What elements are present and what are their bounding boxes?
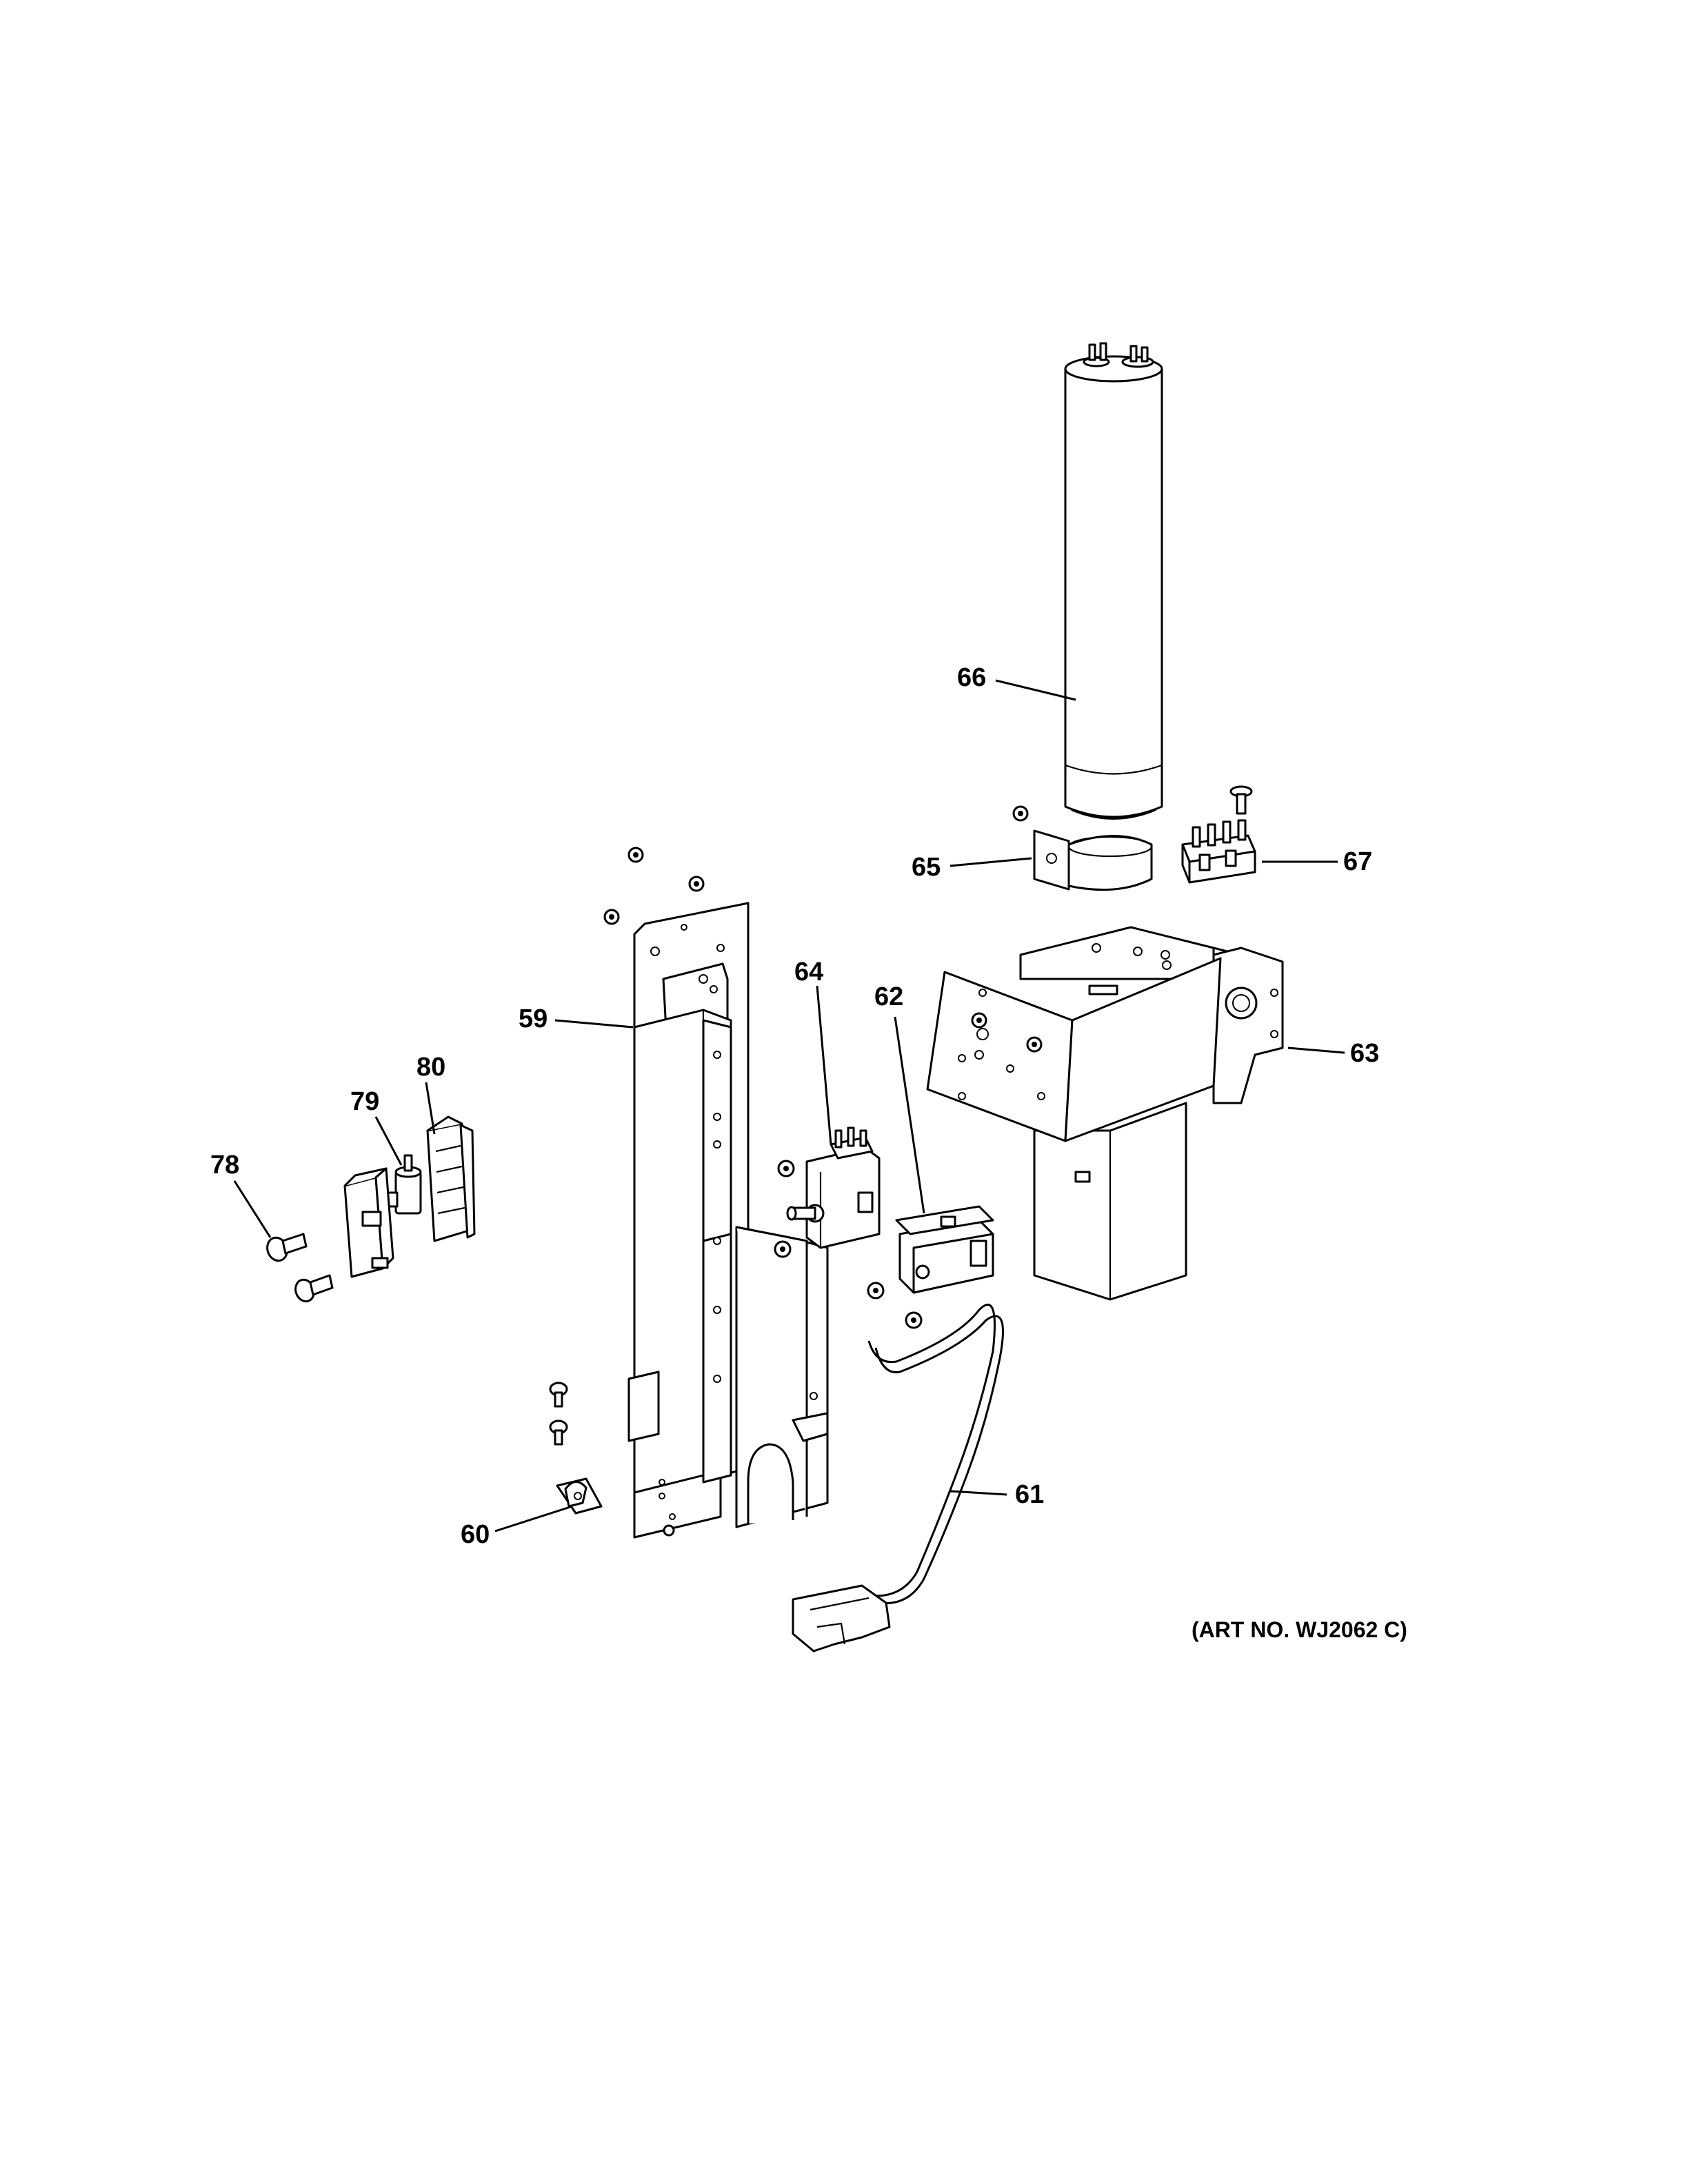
part-65-capacitor-strap[interactable] <box>1012 805 1153 891</box>
part-66-capacitor[interactable] <box>1064 342 1163 820</box>
callout-66: 66 <box>957 663 986 692</box>
part-62-switch[interactable] <box>867 1205 994 1329</box>
part-60-clip[interactable] <box>556 1477 603 1515</box>
callout-64: 64 <box>794 958 823 987</box>
callout-80: 80 <box>416 1053 445 1082</box>
callout-63: 63 <box>1350 1039 1379 1068</box>
panel-screws <box>549 1382 568 1446</box>
callout-65: 65 <box>912 853 941 882</box>
callout-79: 79 <box>350 1087 379 1116</box>
callout-59: 59 <box>519 1004 547 1033</box>
art-number: (ART NO. WJ2062 C) <box>1192 1617 1407 1642</box>
callout-67: 67 <box>1343 847 1372 876</box>
part-67-terminal-block[interactable] <box>1181 785 1256 884</box>
part-61-wire-harness[interactable] <box>792 1304 1004 1652</box>
part-63-control-box[interactable] <box>926 926 1284 1301</box>
part-59-mounting-panel[interactable] <box>603 847 829 1539</box>
callout-62: 62 <box>874 982 903 1011</box>
housing-cover <box>343 1167 394 1278</box>
callout-61: 61 <box>1015 1480 1044 1509</box>
part-78-screw[interactable] <box>264 1233 334 1304</box>
part-64-thermostat[interactable] <box>774 1126 881 1258</box>
callout-60: 60 <box>461 1520 490 1549</box>
part-79-cylinder[interactable] <box>385 1154 422 1215</box>
part-80-bracket[interactable] <box>426 1115 476 1242</box>
leader-lines <box>233 679 1345 1533</box>
callout-78: 78 <box>210 1151 239 1180</box>
